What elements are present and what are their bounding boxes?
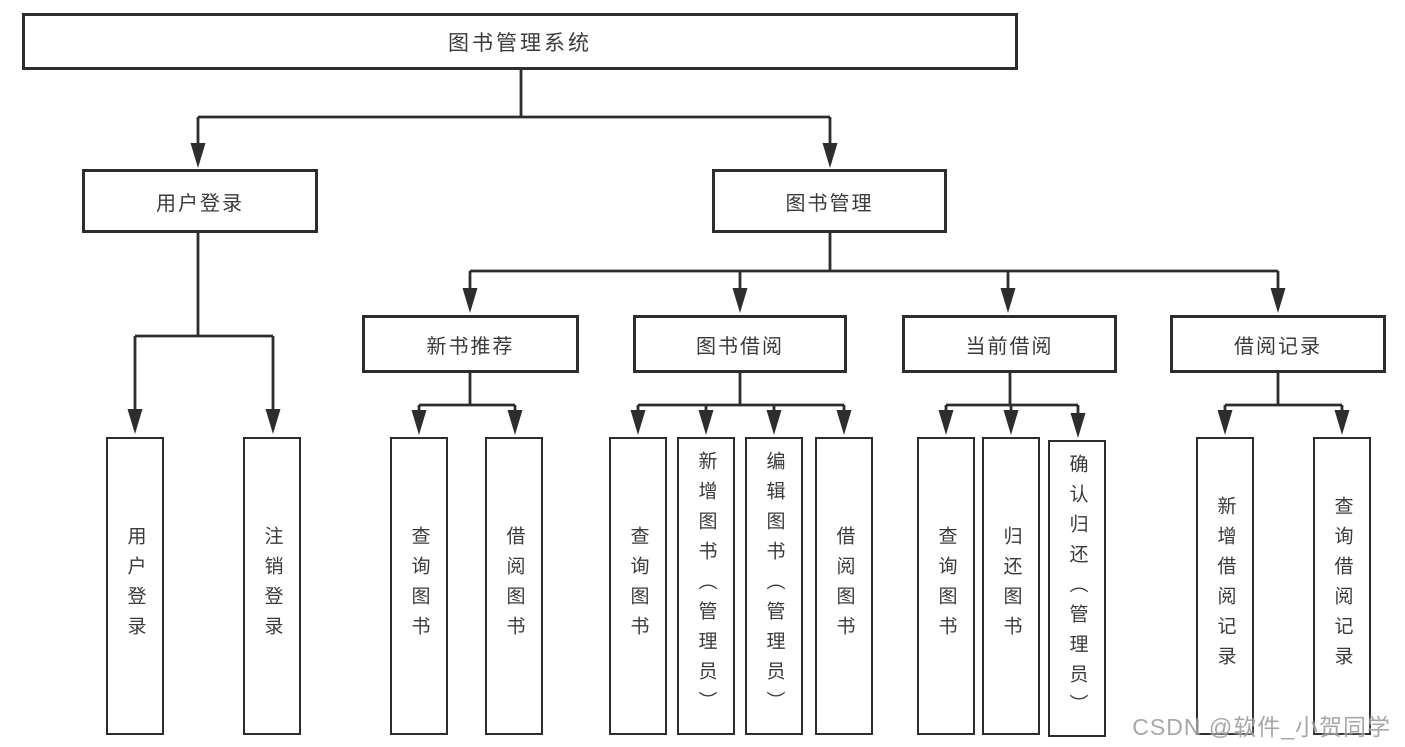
arrow-down-icon [698, 410, 714, 435]
connector-lines [133, 70, 1344, 420]
leaf-label: 查询图书 [935, 526, 957, 646]
arrow-down-icon [1270, 288, 1286, 313]
arrow-down-icon [1334, 410, 1350, 435]
leaf-label: 确认归还（管理员） [1066, 453, 1088, 724]
node-new-book-recommend: 新书推荐 [362, 315, 579, 373]
leaf-query-borrow-record: 查询借阅记录 [1313, 437, 1371, 735]
leaf-label: 查询借阅记录 [1331, 496, 1353, 676]
arrow-down-icon [507, 410, 523, 435]
leaf-logout: 注销登录 [243, 437, 301, 735]
arrow-down-icon [411, 410, 427, 435]
leaf-user-login: 用户登录 [106, 437, 164, 735]
arrow-down-icon [938, 410, 954, 435]
arrow-down-icon [630, 410, 646, 435]
arrowheads [127, 143, 1350, 438]
arrow-down-icon [1000, 288, 1016, 313]
leaf-borrow-books: 借阅图书 [485, 437, 543, 735]
node-label: 当前借阅 [965, 335, 1054, 358]
leaf-query-books: 查询图书 [917, 437, 975, 735]
leaf-borrow-books: 借阅图书 [815, 437, 873, 735]
node-book-borrow: 图书借阅 [633, 315, 847, 373]
leaf-label: 用户登录 [124, 526, 146, 646]
arrow-down-icon [127, 409, 143, 434]
leaf-label: 借阅图书 [833, 526, 855, 646]
arrow-down-icon [766, 410, 782, 435]
node-book-management: 图书管理 [712, 169, 947, 233]
leaf-label: 查询图书 [627, 526, 649, 646]
arrow-down-icon [732, 288, 748, 313]
leaf-label: 借阅图书 [503, 526, 525, 646]
leaf-add-borrow-record: 新增借阅记录 [1196, 437, 1254, 735]
leaf-edit-books-admin: 编辑图书（管理员） [745, 437, 803, 735]
node-label: 图书借阅 [696, 335, 784, 358]
node-current-borrow: 当前借阅 [902, 315, 1117, 373]
arrow-down-icon [836, 410, 852, 435]
leaf-label: 新增图书（管理员） [695, 451, 717, 721]
node-label: 图书管理 [785, 192, 874, 215]
node-system-root: 图书管理系统 [22, 13, 1018, 70]
node-label: 用户登录 [156, 192, 244, 215]
arrow-down-icon [462, 288, 478, 313]
arrow-down-icon [822, 143, 838, 168]
leaf-return-books: 归还图书 [982, 437, 1040, 735]
node-borrow-record: 借阅记录 [1170, 315, 1386, 373]
leaf-label: 归还图书 [1000, 526, 1022, 646]
leaf-add-books-admin: 新增图书（管理员） [677, 437, 735, 735]
node-label: 图书管理系统 [448, 31, 592, 55]
arrow-down-icon [190, 143, 206, 168]
arrow-down-icon [1217, 410, 1233, 435]
leaf-query-books: 查询图书 [390, 437, 448, 735]
node-label: 新书推荐 [426, 335, 515, 358]
leaf-label: 编辑图书（管理员） [763, 451, 785, 721]
node-user-login: 用户登录 [82, 169, 318, 233]
node-label: 借阅记录 [1234, 335, 1322, 358]
leaf-label: 查询图书 [408, 526, 430, 646]
leaf-query-books: 查询图书 [609, 437, 667, 735]
arrow-down-icon [265, 409, 281, 434]
csdn-watermark: CSDN @软件_小贺同学 [1132, 714, 1391, 740]
arrow-down-icon [1070, 413, 1086, 438]
leaf-label: 新增借阅记录 [1214, 496, 1236, 676]
arrow-down-icon [1003, 410, 1019, 435]
leaf-label: 注销登录 [261, 526, 283, 646]
leaf-confirm-return-admin: 确认归还（管理员） [1048, 440, 1106, 737]
